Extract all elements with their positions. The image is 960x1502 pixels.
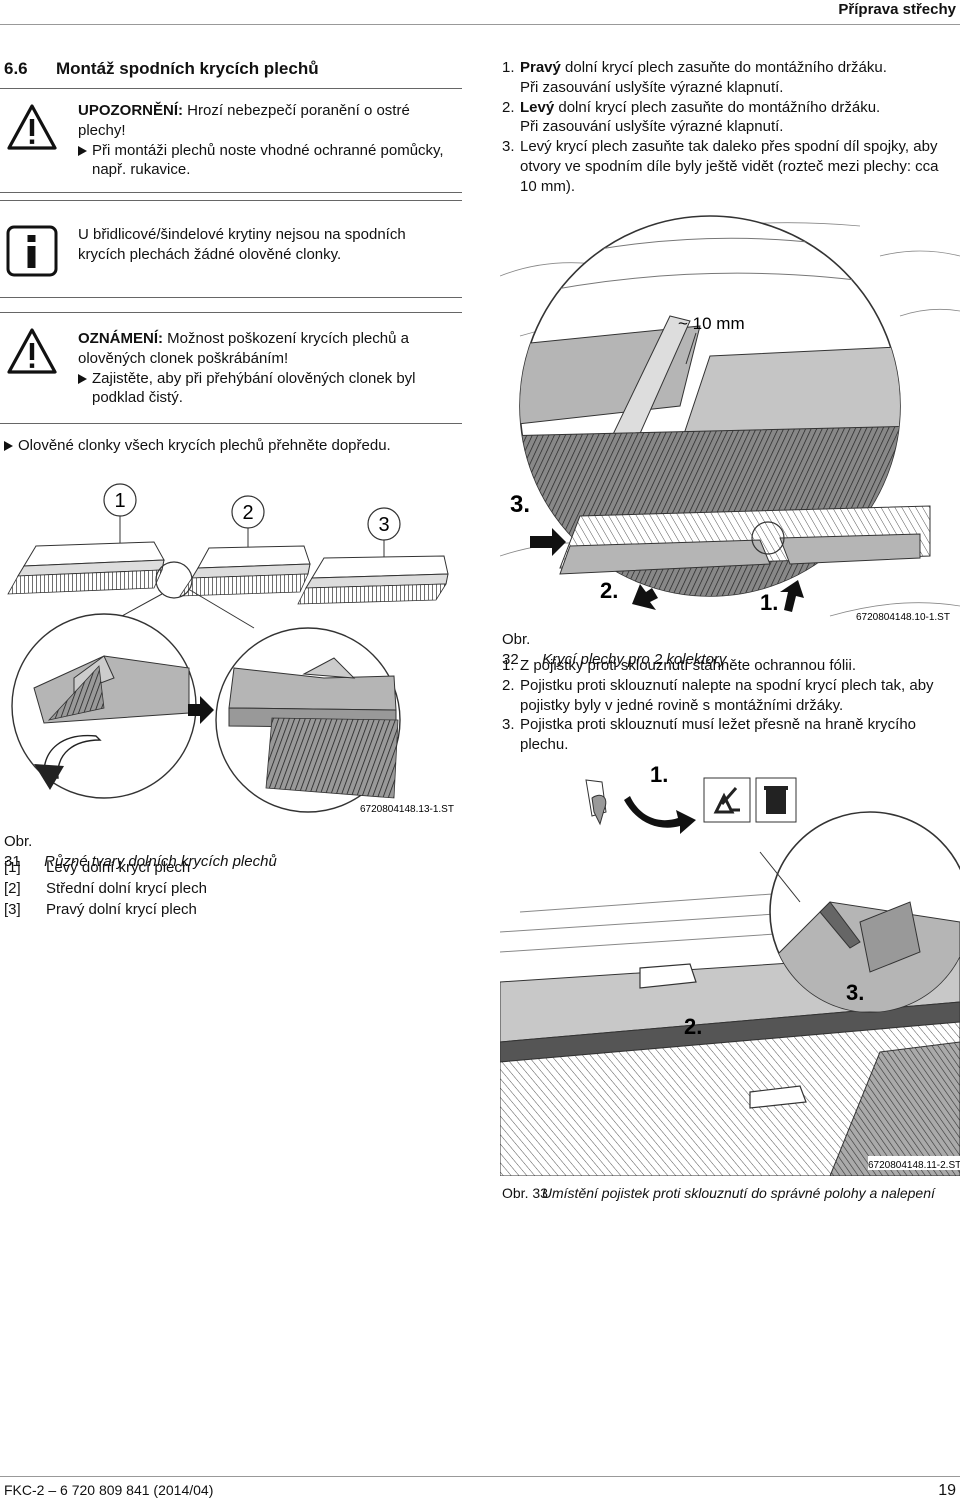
section-title: 6.6 Montáž spodních krycích plechů: [4, 58, 319, 80]
sheet-left: [7, 541, 165, 595]
figure-31: 1 2 3: [7, 483, 454, 815]
step-item: 2.Pojistku proti sklouznutí nalepte na s…: [502, 676, 934, 714]
figure-33-caption: Obr. 33 Umístění pojistek proti sklouznu…: [502, 1185, 935, 1201]
svg-text:1: 1: [114, 490, 125, 512]
header-rule: [0, 24, 960, 25]
label-step-1: 1.: [650, 762, 668, 787]
figure-33: 1. 2. 3. 6720804148.11-2.ST: [500, 762, 960, 1176]
footer-rule: [0, 1476, 960, 1477]
label-step-1: 1.: [760, 590, 778, 615]
notice-triangle-icon: [7, 328, 57, 374]
page-number: 19: [938, 1482, 956, 1499]
section-title-text: Montáž spodních krycích plechů: [56, 59, 319, 78]
figure-31-legend: [1]Levý dolní krycí plech [2]Střední dol…: [4, 858, 207, 920]
step-item: 3.Levý krycí plech zasuňte tak daleko př…: [502, 138, 939, 195]
label-step-3: 3.: [846, 980, 864, 1005]
warning-label: UPOZORNĚNÍ:: [78, 102, 183, 119]
steps-top: 1.Pravý dolní krycí plech zasuňte do mon…: [502, 58, 957, 197]
legend-item: [1]Levý dolní krycí plech: [4, 859, 191, 876]
info-icon: [6, 225, 58, 277]
figure-32: ~ 10 mm 3. 2. 1. 6720804148.10-1.ST: [500, 215, 960, 623]
dimension-label: ~ 10 mm: [678, 314, 745, 333]
callout-3: 3: [367, 507, 401, 560]
detail-circle-after: [215, 627, 401, 813]
notice-action: Zajistěte, aby při přehýbání olověných c…: [78, 369, 448, 409]
callout-2: 2: [231, 495, 265, 550]
warning-box: UPOZORNĚNÍ: Hrozí nebezpečí poranění o o…: [0, 88, 462, 193]
step-item: 3.Pojistka proti sklouznutí musí ležet p…: [502, 716, 917, 754]
sheet-middle: [179, 545, 311, 597]
figure-31-caption: Obr. 31 Různé tvary dolních krycích plec…: [4, 833, 277, 870]
arrow-up-right-icon: [780, 580, 804, 612]
label-step-2: 2.: [600, 578, 618, 603]
section-number: 6.6: [4, 59, 28, 78]
warning-action: Při montáži plechů noste vhodné ochranné…: [78, 141, 453, 181]
step-item: 1.Pravý dolní krycí plech zasuňte do mon…: [502, 59, 887, 96]
arrow-up-left-icon: [632, 584, 658, 610]
running-title: Příprava střechy: [838, 1, 956, 18]
legend-item: [3]Pravý dolní krycí plech: [4, 900, 197, 918]
info-box: U břidlicové/šindelové krytiny nejsou na…: [0, 200, 462, 298]
figure-33-ref: 6720804148.11-2.ST: [868, 1160, 960, 1171]
instruction-fold-lead: Olověné clonky všech krycích plechů přeh…: [4, 436, 464, 456]
recycle-icon: [703, 777, 751, 823]
arrow-curved-icon: [624, 796, 696, 834]
sheet-right: [297, 555, 449, 605]
warning-triangle-icon: [7, 104, 57, 150]
svg-text:2: 2: [242, 502, 253, 524]
notice-text: OZNÁMENÍ: Možnost poškození krycích plec…: [78, 330, 409, 367]
arrow-push-icon: [530, 528, 566, 556]
document-id: FKC-2 – 6 720 809 841 (2014/04): [4, 1482, 214, 1498]
label-step-2: 2.: [684, 1014, 702, 1039]
label-step-3: 3.: [510, 491, 530, 518]
callout-1: 1: [103, 483, 137, 548]
figure-31-ref: 6720804148.13-1.ST: [360, 804, 454, 815]
legend-item: [2]Střední dolní krycí plech: [4, 879, 207, 897]
figure-32-ref: 6720804148.10-1.ST: [856, 612, 950, 623]
waste-bin-icon: [755, 777, 797, 823]
svg-text:3: 3: [378, 514, 389, 536]
detail-circle-before: [11, 613, 197, 799]
notice-label: OZNÁMENÍ:: [78, 330, 163, 347]
figure-32-caption: Obr. 32 Krycí plechy pro 2 kolektory: [502, 631, 727, 668]
notice-box: OZNÁMENÍ: Možnost poškození krycích plec…: [0, 312, 462, 424]
step-item: 1.Z pojistky proti sklouznutí stáhněte o…: [502, 657, 857, 674]
info-text: U břidlicové/šindelové krytiny nejsou na…: [78, 226, 406, 263]
warning-text: UPOZORNĚNÍ: Hrozí nebezpečí poranění o o…: [78, 102, 410, 139]
step-item: 2.Levý dolní krycí plech zasuňte do mont…: [502, 98, 881, 136]
arrow-right-icon: [188, 696, 214, 724]
steps-mid: 1.Z pojistky proti sklouznutí stáhněte o…: [502, 656, 957, 755]
